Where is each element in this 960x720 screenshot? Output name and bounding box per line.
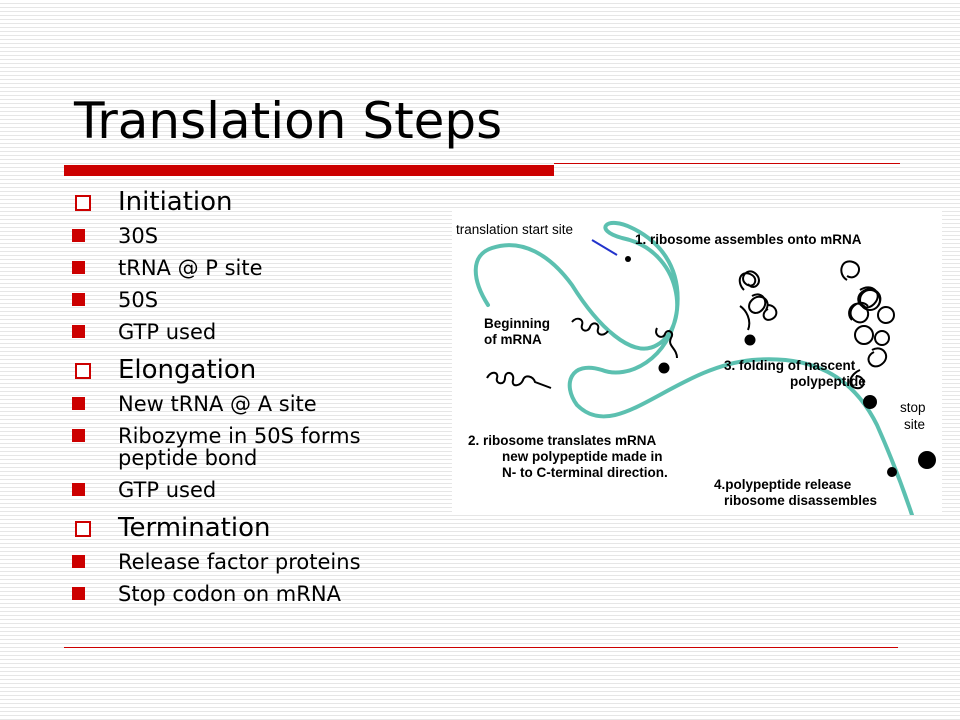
list-item: Ribozyme in 50S forms peptide bond (72, 425, 383, 469)
bullet-list: Initiation 30S tRNA @ P site 50S GTP use… (72, 183, 383, 615)
hollow-square-bullet-icon (75, 521, 91, 537)
coil-dots (854, 289, 895, 346)
list-item: tRNA @ P site (72, 257, 383, 279)
list-item-text: 30S (118, 224, 159, 248)
label-stop-line1: stop (900, 400, 926, 415)
list-item-text: 50S (118, 288, 159, 312)
section-elongation: Elongation New tRNA @ A site Ribozyme in… (72, 353, 383, 501)
list-item-text: Stop codon on mRNA (118, 582, 341, 606)
hollow-square-bullet-icon (75, 363, 91, 379)
list-item: 50S (72, 289, 383, 311)
title-underline-bar (64, 165, 554, 176)
square-bullet-icon (72, 397, 85, 410)
label-step4-line1: 4.polypeptide release (714, 477, 852, 492)
section-heading: Elongation (118, 355, 257, 385)
label-step3-line1: 3. folding of nascent (724, 358, 856, 373)
mrna-strand (473, 221, 914, 515)
label-step1: 1. ribosome assembles onto mRNA (635, 232, 862, 247)
footer-divider (64, 647, 898, 648)
section-termination: Termination Release factor proteins Stop… (72, 511, 383, 605)
section-heading: Termination (118, 513, 271, 543)
label-step2-line3: N- to C-terminal direction. (502, 465, 668, 480)
label-step3-line2: polypeptide (790, 374, 866, 389)
list-item: 30S (72, 225, 383, 247)
translation-diagram: translation start site 1. ribosome assem… (452, 210, 942, 515)
list-item-text: tRNA @ P site (118, 256, 263, 280)
list-item: GTP used (72, 321, 383, 343)
list-item-text: GTP used (118, 320, 217, 344)
section-initiation: Initiation 30S tRNA @ P site 50S GTP use… (72, 185, 383, 343)
coil-dot (854, 325, 874, 345)
label-step2-line1: 2. ribosome translates mRNA (468, 433, 657, 448)
list-item: Release factor proteins (72, 551, 383, 573)
ribosome-subunit-small (887, 467, 897, 477)
square-bullet-icon (72, 261, 85, 274)
polypeptide-coil-1 (571, 317, 678, 359)
square-bullet-icon (72, 587, 85, 600)
ribosome-stop (863, 395, 877, 409)
label-beginning-line1: Beginning (484, 316, 550, 331)
list-item: New tRNA @ A site (72, 393, 383, 415)
ribosome-elongating (657, 361, 671, 375)
coil-dot (859, 289, 881, 311)
list-item: Stop codon on mRNA (72, 583, 383, 605)
square-bullet-icon (72, 429, 85, 442)
ribosome-folding (743, 333, 757, 347)
coil-dot (877, 306, 895, 324)
ribosome-subunit-large (918, 451, 936, 469)
start-site-pointer (591, 239, 618, 256)
hollow-square-bullet-icon (75, 195, 91, 211)
label-start-site: translation start site (456, 222, 573, 237)
square-bullet-icon (72, 325, 85, 338)
label-step4-line2: ribosome disassembles (724, 493, 877, 508)
label-step2-line2: new polypeptide made in (502, 449, 663, 464)
square-bullet-icon (72, 555, 85, 568)
slide-title: Translation Steps (74, 92, 503, 150)
list-item: GTP used (72, 479, 383, 501)
label-stop-line2: site (904, 417, 925, 432)
coil-dot (874, 330, 890, 346)
list-item-text: New tRNA @ A site (118, 392, 317, 416)
diagram-background (452, 210, 942, 515)
ribosome-start (625, 256, 631, 262)
label-beginning-line2: of mRNA (484, 332, 542, 347)
polypeptide-coil-3 (738, 270, 778, 331)
list-item-text: GTP used (118, 478, 217, 502)
square-bullet-icon (72, 293, 85, 306)
list-item-text: Release factor proteins (118, 550, 361, 574)
square-bullet-icon (72, 229, 85, 242)
polypeptide-coil-2 (486, 371, 552, 389)
title-underline-line (554, 163, 900, 164)
section-heading: Initiation (118, 187, 233, 217)
list-item-text: Ribozyme in 50S forms peptide bond (118, 424, 361, 470)
square-bullet-icon (72, 483, 85, 496)
